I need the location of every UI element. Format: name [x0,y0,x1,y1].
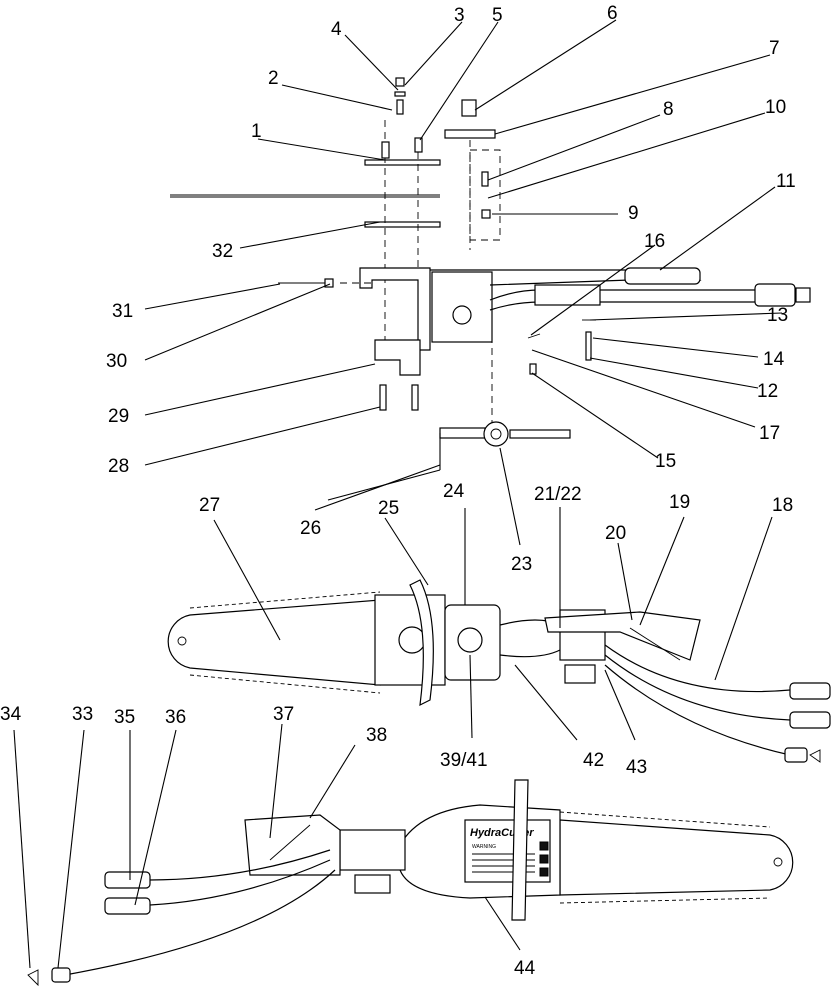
motor-hub [457,627,483,653]
nut-part [324,278,334,288]
guide-bar [167,599,381,686]
callout-38: 38 [366,725,387,746]
callout-7: 7 [769,38,780,59]
callout-3: 3 [454,5,465,26]
callout-11: 11 [776,171,796,192]
screw-part [381,141,390,159]
mount-bracket [359,267,431,351]
screw-part [396,99,404,115]
assembled-saw-side-a [167,579,831,763]
fitting-part [529,363,537,375]
washer-part [394,91,406,97]
callout-5: 5 [492,5,503,26]
callout-14: 14 [763,349,785,370]
callout-33: 33 [72,704,93,725]
callout-34: 34 [0,704,22,725]
callout-25: 25 [378,498,399,519]
rear-handle [244,814,341,876]
valve-base [354,874,391,894]
hose-coupler [789,711,831,729]
callout-42: 42 [583,750,604,771]
hose-coupler [104,871,151,889]
callout-23: 23 [511,554,532,575]
callout-32: 32 [212,241,233,262]
callout-4: 4 [331,19,342,40]
hose-coupler [104,897,151,915]
callout-24: 24 [443,481,465,502]
sprocket-part [444,129,496,139]
pin-part [585,331,592,361]
callout-36: 36 [165,707,186,728]
callout-13: 13 [767,305,788,326]
callout-21-22: 21/22 [534,484,582,505]
callout-1: 1 [251,121,262,142]
callout-43: 43 [626,757,647,778]
valve-port [452,305,472,325]
callout-16: 16 [644,231,665,252]
coupler-part [534,284,601,306]
callout-31: 31 [112,301,133,322]
callout-26: 26 [300,518,321,539]
callout-2: 2 [268,68,279,89]
callout-10: 10 [765,97,786,118]
hose-coupler [51,967,71,983]
guide-bar [559,819,794,896]
callout-30: 30 [106,351,127,372]
plate-part [364,159,441,166]
callout-35: 35 [114,707,135,728]
callout-20: 20 [605,523,626,544]
callout-17: 17 [759,423,780,444]
callout-18: 18 [772,495,793,516]
callout-6: 6 [607,3,618,24]
screw-part [414,137,423,153]
callout-labels: 1 2 3 4 5 6 7 8 9 10 11 12 13 14 15 16 1… [0,3,796,979]
bracket-part [374,339,421,376]
bolt-part [379,384,387,411]
powerhead [339,829,406,871]
hose-coupler [754,283,796,307]
hose-coupler [784,747,808,763]
tube-part [509,429,571,439]
leader-lines [13,19,783,969]
drive-sprocket [398,626,426,654]
callout-27: 27 [199,495,220,516]
tube-part [439,427,486,439]
pin-part [481,171,489,187]
callout-9: 9 [628,203,639,224]
front-handle [409,579,434,707]
callout-37: 37 [273,704,294,725]
hose-coupler [789,682,831,700]
callout-12: 12 [757,381,778,402]
bolt-part [411,384,419,411]
exploded-view [170,77,811,447]
callout-44: 44 [514,958,536,979]
motor-part [483,421,509,447]
hose-tip [795,287,811,303]
callout-28: 28 [108,456,129,477]
callout-19: 19 [669,492,690,513]
callout-29: 29 [108,406,129,427]
handle-grip [624,267,701,285]
bolt-part [395,77,405,87]
assembled-saw-side-b: HydraCutter WARNING [27,779,794,987]
valve-base [564,664,596,684]
front-handle [511,779,529,921]
callout-15: 15 [655,451,676,472]
nut-part [481,209,491,219]
decal-warning: WARNING [472,844,496,850]
sprocket-block [461,99,477,117]
callout-39-41: 39/41 [440,750,488,771]
callout-8: 8 [663,99,674,120]
